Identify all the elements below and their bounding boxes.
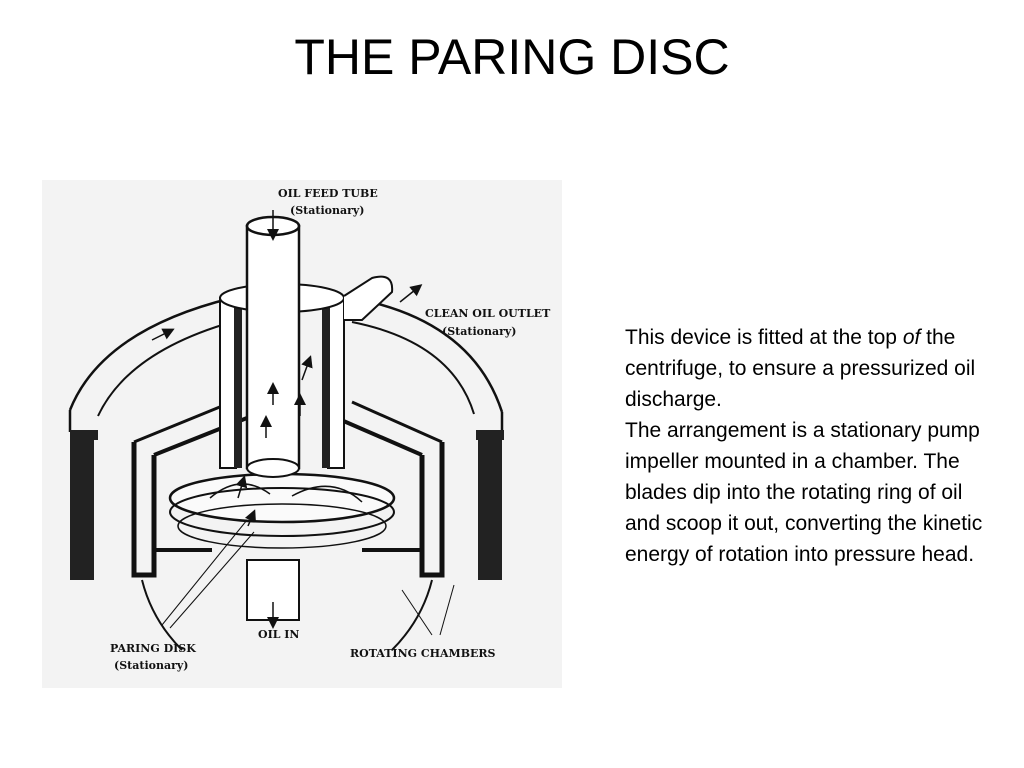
description: This device is fitted at the top of the … <box>625 322 995 570</box>
description-p1-start: This device is fitted at the top <box>625 326 903 349</box>
label-clean-oil-outlet-note: (Stationary) <box>442 325 516 338</box>
paring-disc-diagram: OIL FEED TUBE (Stationary) CLEAN OIL OUT… <box>42 180 562 688</box>
label-oil-feed-tube-note: (Stationary) <box>290 204 364 217</box>
left-chamber-wall <box>70 430 94 580</box>
label-rotating-chambers: ROTATING CHAMBERS <box>350 647 496 660</box>
paring-disc-drawing: OIL FEED TUBE (Stationary) CLEAN OIL OUT… <box>68 187 551 672</box>
label-paring-disk-note: (Stationary) <box>114 659 188 672</box>
label-paring-disk: PARING DISK <box>110 642 196 655</box>
oil-feed-tube <box>245 224 301 470</box>
label-oil-feed-tube: OIL FEED TUBE <box>278 187 378 200</box>
label-clean-oil-outlet: CLEAN OIL OUTLET <box>425 307 551 320</box>
description-p1-italic: of <box>902 326 921 349</box>
description-paragraph-1: This device is fitted at the top of the … <box>625 322 995 415</box>
label-oil-in: OIL IN <box>258 628 300 641</box>
paring-disk <box>168 472 396 524</box>
bowl-outline <box>68 296 233 411</box>
slide-title: THE PARING DISC <box>294 29 730 85</box>
description-p1-end: the centrifuge, to ensure a pressurized … <box>625 326 976 411</box>
description-paragraph-2: The arrangement is a stationary pump imp… <box>625 419 983 566</box>
right-chamber-wall <box>478 430 502 580</box>
